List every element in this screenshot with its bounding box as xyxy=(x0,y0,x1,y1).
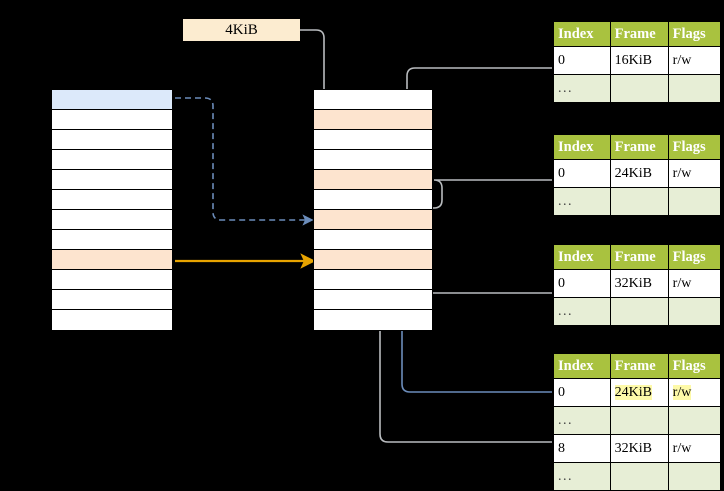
memory-cell xyxy=(52,90,172,110)
table-cell xyxy=(609,74,669,103)
memory-cell xyxy=(52,270,172,290)
column-header-flags: Flags xyxy=(667,353,722,379)
page-size-tag: 4KiB xyxy=(183,19,300,41)
column-header-frame: Frame xyxy=(609,21,669,47)
memory-cell xyxy=(314,230,432,250)
memory-cell xyxy=(52,230,172,250)
memory-cell xyxy=(52,250,172,270)
table-cell: 0 xyxy=(553,46,611,75)
table-cell: 8 xyxy=(553,434,611,463)
table-cell: r/w xyxy=(667,46,722,75)
memory-cell xyxy=(314,290,432,310)
wire-pt2-to-frame xyxy=(418,179,552,228)
memory-cell xyxy=(314,250,432,270)
table-cell xyxy=(667,187,722,216)
memory-cell xyxy=(314,210,432,230)
memory-cell xyxy=(314,90,432,110)
virtual-address-space-column xyxy=(51,89,173,331)
table-cell xyxy=(609,187,669,216)
table-cell xyxy=(667,297,722,326)
table-cell xyxy=(667,74,722,103)
table-cell: ... xyxy=(553,297,611,326)
table-row: ... xyxy=(553,74,722,103)
table-cell xyxy=(609,297,669,326)
column-header-frame: Frame xyxy=(609,244,669,270)
table-cell xyxy=(667,406,722,435)
column-header-flags: Flags xyxy=(667,21,722,47)
table-cell: 24KiB xyxy=(609,378,669,407)
table-cell xyxy=(609,462,669,491)
column-header-index: Index xyxy=(553,21,611,47)
memory-cell xyxy=(314,190,432,210)
column-header-flags: Flags xyxy=(667,134,722,160)
highlighted-value: 24KiB xyxy=(614,384,652,400)
table-row: ... xyxy=(553,297,722,326)
table-row: ... xyxy=(553,406,722,435)
memory-cell xyxy=(52,210,172,230)
memory-cell xyxy=(52,310,172,330)
memory-cell xyxy=(314,170,432,190)
table-cell: 0 xyxy=(553,269,611,298)
table-cell: 0 xyxy=(553,159,611,188)
table-cell: r/w xyxy=(667,269,722,298)
column-header-index: Index xyxy=(553,353,611,379)
memory-cell xyxy=(52,110,172,130)
memory-cell xyxy=(314,110,432,130)
table-cell: 24KiB xyxy=(609,159,669,188)
memory-cell xyxy=(52,290,172,310)
table-cell xyxy=(667,462,722,491)
memory-cell xyxy=(52,170,172,190)
table-cell: r/w xyxy=(667,159,722,188)
memory-cell xyxy=(52,130,172,150)
table-row: ... xyxy=(553,187,722,216)
table-cell: 32KiB xyxy=(609,269,669,298)
memory-cell xyxy=(52,190,172,210)
table-cell: ... xyxy=(553,406,611,435)
table-cell: 32KiB xyxy=(609,434,669,463)
memory-cell xyxy=(314,270,432,290)
memory-cell xyxy=(52,150,172,170)
highlighted-value: r/w xyxy=(672,384,692,400)
column-header-frame: Frame xyxy=(609,353,669,379)
table-cell: 0 xyxy=(553,378,611,407)
table-cell: 16KiB xyxy=(609,46,669,75)
memory-cell xyxy=(314,310,432,330)
memory-cell xyxy=(314,150,432,170)
column-header-frame: Frame xyxy=(609,134,669,160)
table-cell: r/w xyxy=(667,434,722,463)
column-header-flags: Flags xyxy=(667,244,722,270)
physical-memory-column xyxy=(313,89,433,331)
memory-cell xyxy=(314,130,432,150)
table-row: ... xyxy=(553,462,722,491)
column-header-index: Index xyxy=(553,134,611,160)
table-cell: r/w xyxy=(667,378,722,407)
table-cell xyxy=(609,406,669,435)
table-cell: ... xyxy=(553,187,611,216)
table-cell: ... xyxy=(553,462,611,491)
wire-virtual-to-physical-dashed xyxy=(175,97,314,226)
table-cell: ... xyxy=(553,74,611,103)
column-header-index: Index xyxy=(553,244,611,270)
